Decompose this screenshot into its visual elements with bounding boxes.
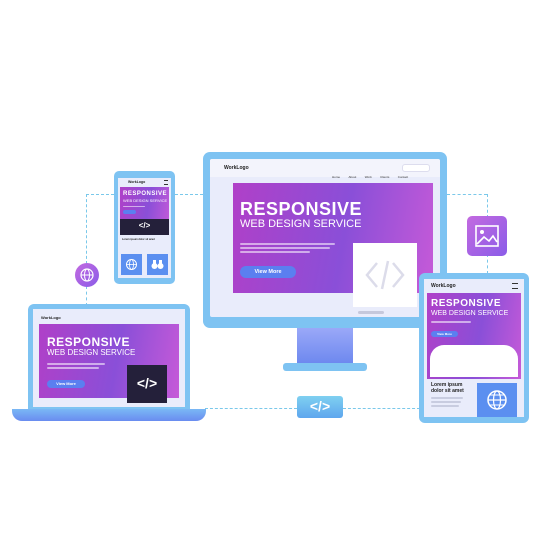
desktop-header: WorkLogo Home About Work Clients Contact <box>210 159 440 179</box>
code-badge: </> <box>297 396 343 418</box>
globe-icon <box>487 390 507 410</box>
desktop-screen: WorkLogo Home About Work Clients Contact… <box>210 159 440 317</box>
hero-text-line <box>47 367 99 369</box>
hero-headline: RESPONSIVE <box>47 335 131 349</box>
laptop-lid: WorkLogo RESPONSIVE WEB DESIGN SERVICE V… <box>28 304 190 409</box>
image-icon <box>475 225 499 247</box>
binoculars-icon <box>151 260 164 269</box>
text-line <box>431 401 461 403</box>
connector-line <box>86 194 87 264</box>
brand-logo: WorkLogo <box>224 165 249 171</box>
nav-home[interactable]: Home <box>332 175 341 179</box>
code-icon: </> <box>309 398 331 414</box>
hero-text-line <box>123 206 145 207</box>
connector-line <box>175 194 203 195</box>
laptop-screen: WorkLogo RESPONSIVE WEB DESIGN SERVICE V… <box>33 309 185 407</box>
hero-headline: RESPONSIVE <box>123 191 168 197</box>
hero-image-card <box>353 243 417 307</box>
text-line <box>431 397 463 399</box>
code-icon: </> <box>136 375 158 391</box>
laptop-base <box>12 409 206 421</box>
nav-work[interactable]: Work <box>364 175 372 179</box>
brand-logo: WorkLogo <box>128 180 146 184</box>
tablet-screen: WorkLogo RESPONSIVE WEB DESIGN SERVICE V… <box>424 279 524 417</box>
brand-logo: WorkLogo <box>41 315 61 320</box>
connector-line <box>86 194 114 195</box>
tile-globe[interactable] <box>121 254 142 275</box>
nav-clients[interactable]: Clients <box>380 175 390 179</box>
hero-text-line <box>431 321 471 323</box>
tablet: WorkLogo RESPONSIVE WEB DESIGN SERVICE V… <box>419 273 529 423</box>
view-more-button[interactable] <box>123 210 136 214</box>
connector-line <box>487 254 488 274</box>
hero-headline: RESPONSIVE <box>240 199 363 219</box>
hero-subheadline: WEB DESIGN SERVICE <box>240 218 362 230</box>
monitor-neck <box>297 328 353 366</box>
image-placeholder-icon <box>365 260 405 290</box>
mobile-screen: WorkLogo RESPONSIVE WEB DESIGN SERVICE <… <box>118 178 171 278</box>
code-tile: </> <box>120 219 169 235</box>
globe-icon <box>126 259 137 270</box>
connector-line <box>487 194 488 218</box>
text-line <box>431 405 459 407</box>
desktop-monitor: WorkLogo Home About Work Clients Contact… <box>203 152 447 328</box>
hero-text-line <box>240 247 330 249</box>
monitor-base <box>283 363 367 371</box>
view-more-button[interactable]: View More <box>47 380 85 388</box>
code-tile: </> <box>127 365 167 403</box>
hero-subheadline: WEB DESIGN SERVICE <box>123 198 168 203</box>
mobile-phone: WorkLogo RESPONSIVE WEB DESIGN SERVICE <… <box>114 171 175 284</box>
connector-line <box>447 194 487 195</box>
brand-logo: WorkLogo <box>431 283 456 289</box>
hero-subheadline: WEB DESIGN SERVICE <box>431 310 509 317</box>
image-badge <box>467 216 507 256</box>
globe-icon <box>80 268 94 282</box>
hero-image-card <box>430 345 518 377</box>
nav-contact[interactable]: Contact <box>397 175 409 179</box>
nav-about[interactable]: About <box>348 175 357 179</box>
hero-text-line <box>240 251 310 253</box>
tile-globe[interactable] <box>477 383 517 417</box>
view-more-button[interactable]: View More <box>240 266 296 278</box>
menu-icon[interactable] <box>164 180 168 185</box>
hero-text-line <box>47 363 105 365</box>
view-more-button[interactable]: View More <box>431 331 458 337</box>
globe-badge <box>75 263 99 287</box>
hero-headline: RESPONSIVE <box>431 298 502 309</box>
connector-line <box>86 286 87 306</box>
menu-icon[interactable] <box>512 283 518 289</box>
connector-line <box>343 408 420 409</box>
hero-text-line <box>240 243 335 245</box>
search-input[interactable] <box>402 164 430 172</box>
scroll-indicator <box>358 311 384 314</box>
tablet-subtitle: Lorem ipsum dolor sit amet <box>431 382 464 394</box>
hero-subheadline: WEB DESIGN SERVICE <box>47 348 136 357</box>
tile-binoculars[interactable] <box>147 254 168 275</box>
code-icon: </> <box>138 221 151 230</box>
mobile-subtitle: Lorem ipsum dolor sit amet <box>122 238 155 241</box>
nav-menu: Home About Work Clients Contact <box>328 165 408 183</box>
connector-line <box>205 408 297 409</box>
